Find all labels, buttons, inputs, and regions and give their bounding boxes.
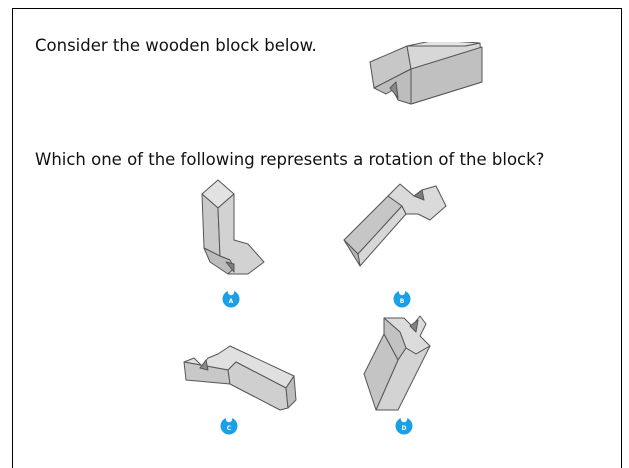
option-d-radio[interactable]: D	[394, 414, 414, 436]
question-frame	[12, 8, 622, 468]
option-a-label: A	[229, 298, 234, 305]
option-c-label: C	[227, 425, 232, 432]
block-reference-icon	[369, 42, 483, 105]
option-b-radio[interactable]: B	[392, 287, 412, 309]
option-d-block-icon	[363, 315, 431, 411]
question-intro: Consider the wooden block below.	[35, 36, 317, 55]
option-c-radio[interactable]: C	[219, 414, 239, 436]
question-prompt: Which one of the following represents a …	[35, 150, 545, 169]
option-b-block-icon	[343, 183, 447, 267]
option-b-label: B	[400, 298, 405, 305]
option-d-label: D	[402, 425, 407, 432]
option-a-block-icon	[201, 179, 265, 275]
option-c-block-icon	[183, 345, 297, 411]
option-a-radio[interactable]: A	[221, 287, 241, 309]
